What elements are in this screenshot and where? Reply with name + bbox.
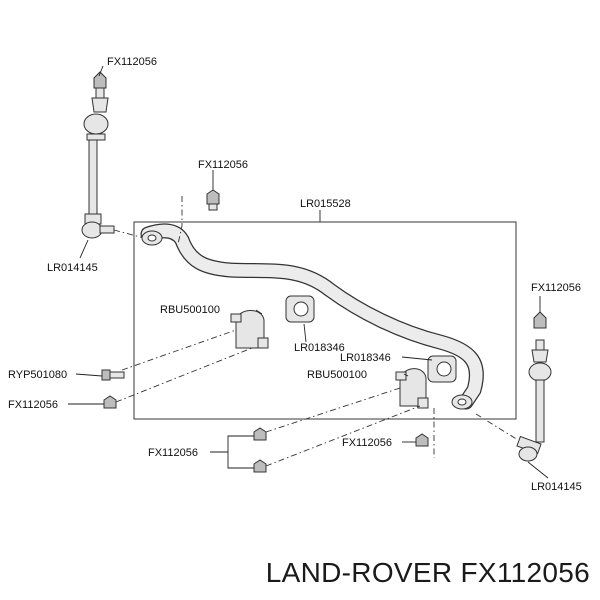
label-ryp: RYP501080 [8,369,67,381]
bottom-nut-upper [253,427,267,441]
right-bush [427,355,457,383]
label-fx-right-top: FX112056 [531,282,581,294]
right-bracket [395,368,429,409]
left-bracket [230,310,269,349]
label-fx-bottom-group: FX112056 [148,447,198,459]
label-lr018346-left: LR018346 [294,342,345,354]
label-rbu-left: RBU500100 [160,304,220,316]
left-rbu-leader [255,309,263,315]
right-dash-1 [265,387,401,433]
right-dash-2 [265,405,421,467]
label-fx-bottom-mid: FX112056 [342,437,392,449]
bottom-nut-lower [253,459,267,473]
left-bush [285,295,315,323]
bottom-group-bracket [227,435,254,469]
assembly-frame [133,221,517,420]
right-stabilizer-link [516,311,552,462]
left-dash-2 [115,347,253,403]
right-lr018-leader [401,356,433,361]
ryp-leader [75,373,103,377]
left-lr018-leader [303,323,307,343]
label-fx-top-link: FX112056 [107,56,157,68]
left-link-leader [98,65,104,77]
label-rbu-right: RBU500100 [307,369,367,381]
label-fx-left-bolt: FX112056 [8,399,58,411]
left-link-bottom-leader [79,239,89,259]
label-link-right: LR014145 [531,481,582,493]
top-mid-dash [177,196,183,245]
brand-caption: LAND-ROVER FX112056 [266,557,590,588]
label-lr018346-right: LR018346 [340,352,391,364]
stabilizer-bar [140,223,484,410]
left-dash-1 [121,329,237,371]
left-link-dash [113,229,145,239]
label-bar: LR015528 [300,198,351,210]
left-nut [103,395,117,409]
label-fx-top-mid: FX112056 [198,159,248,171]
bottom-middle-nut [415,433,429,447]
right-link-dash [475,413,519,441]
ryp-bolt [101,369,125,381]
right-link-bottom-leader [527,461,549,479]
label-link-left: LR014145 [47,262,98,274]
right-rbu-leader [403,373,409,377]
left-stabilizer-link [81,71,115,239]
top-middle-nut [206,189,220,211]
